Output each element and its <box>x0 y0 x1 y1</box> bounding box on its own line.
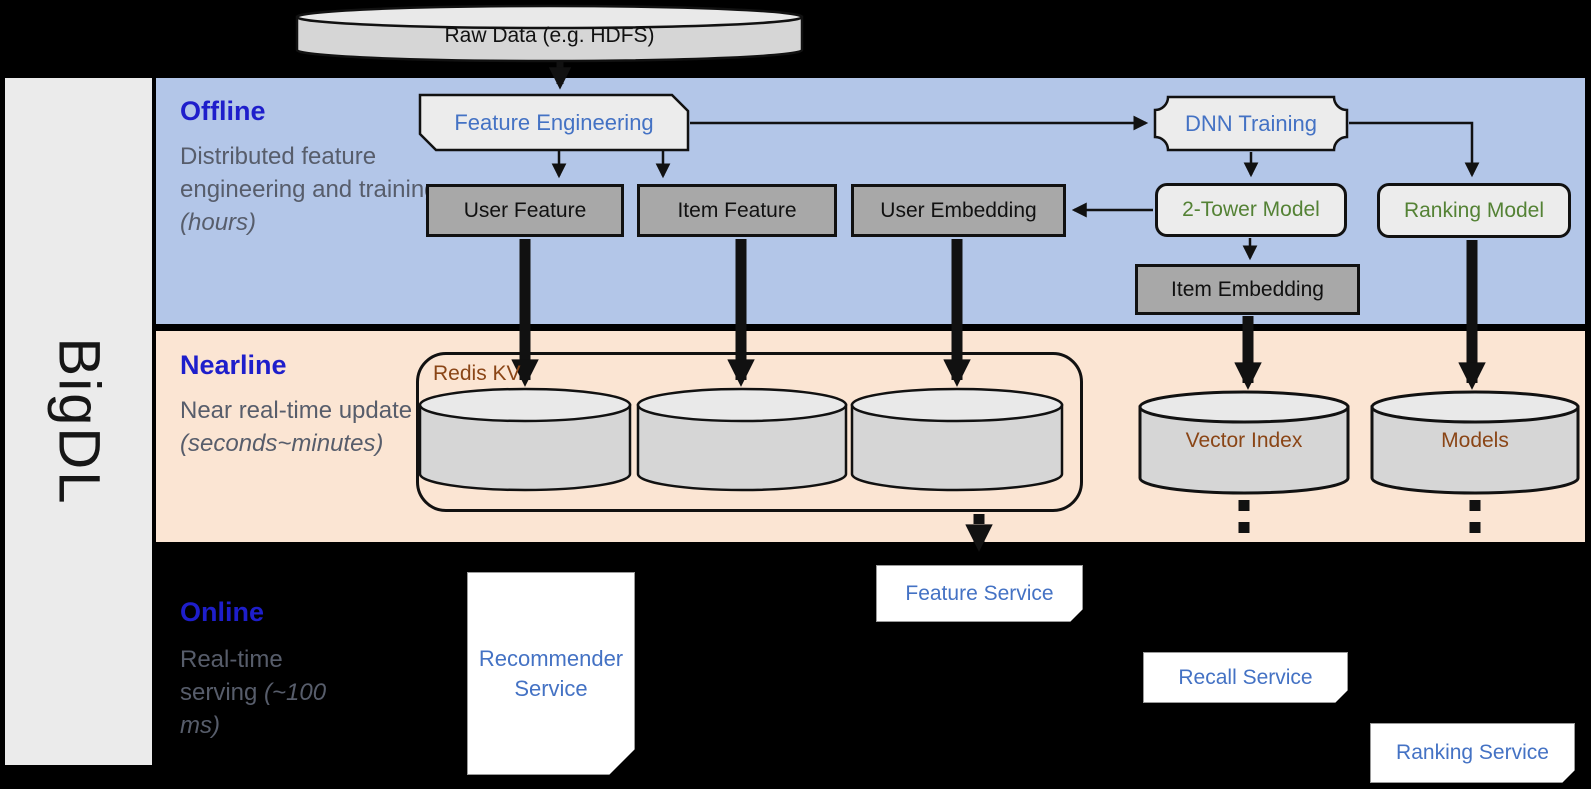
offline-band-description-text: Distributed feature engineering and trai… <box>180 143 438 204</box>
online-band-title: Online <box>180 597 265 627</box>
recommender-service-label: Recommender Service <box>478 645 624 701</box>
redis-kv-label: Redis KV <box>433 362 521 385</box>
ranking-service-label: Ranking Service <box>1396 741 1549 764</box>
recall-service-label: Recall Service <box>1178 665 1313 689</box>
dnn-training-label: DNN Training <box>1184 111 1318 136</box>
feature-engineering-label: Feature Engineering <box>454 110 654 135</box>
nearline-band-description-italic: (seconds~minutes) <box>180 430 384 458</box>
feature-service-label: Feature Service <box>905 581 1054 605</box>
nearline-band-description-text: Near real-time update <box>180 397 413 424</box>
nearline-band-description: Near real-time update (seconds~minutes) <box>180 394 452 460</box>
online-band-description-text: Real-time serving <box>180 646 283 707</box>
bigdl-sidebar: BigDL <box>5 78 152 765</box>
user-feature-box: User Feature <box>426 184 624 237</box>
redis-kv-container <box>416 352 1083 512</box>
raw-data-label: Raw Data (e.g. HDFS) <box>444 24 655 47</box>
ranking-service-box: Ranking Service <box>1370 723 1575 783</box>
vector-index-label: Vector Index <box>1185 429 1303 452</box>
feature-service-box: Feature Service <box>876 565 1083 622</box>
recall-service-box: Recall Service <box>1143 652 1348 703</box>
offline-band-description-italic: (hours) <box>180 209 257 237</box>
item-feature-box: Item Feature <box>637 184 837 237</box>
offline-band-title: Offline <box>180 96 266 126</box>
two-tower-model-box: 2-Tower Model <box>1155 183 1347 237</box>
bigdl-brand-label: BigDL <box>46 337 112 506</box>
offline-band-description: Distributed feature engineering and trai… <box>180 140 438 239</box>
models-label: Models <box>1441 429 1509 452</box>
online-band-description: Real-time serving (~100 ms) <box>180 643 352 742</box>
user-embedding-box: User Embedding <box>851 184 1066 237</box>
item-embedding-box: Item Embedding <box>1135 264 1360 315</box>
ranking-model-box: Ranking Model <box>1377 183 1571 238</box>
online-band-description-italic: (~100 ms) <box>180 679 327 740</box>
recommender-service-doc: Recommender Service <box>467 572 635 775</box>
nearline-band-title: Nearline <box>180 350 287 380</box>
